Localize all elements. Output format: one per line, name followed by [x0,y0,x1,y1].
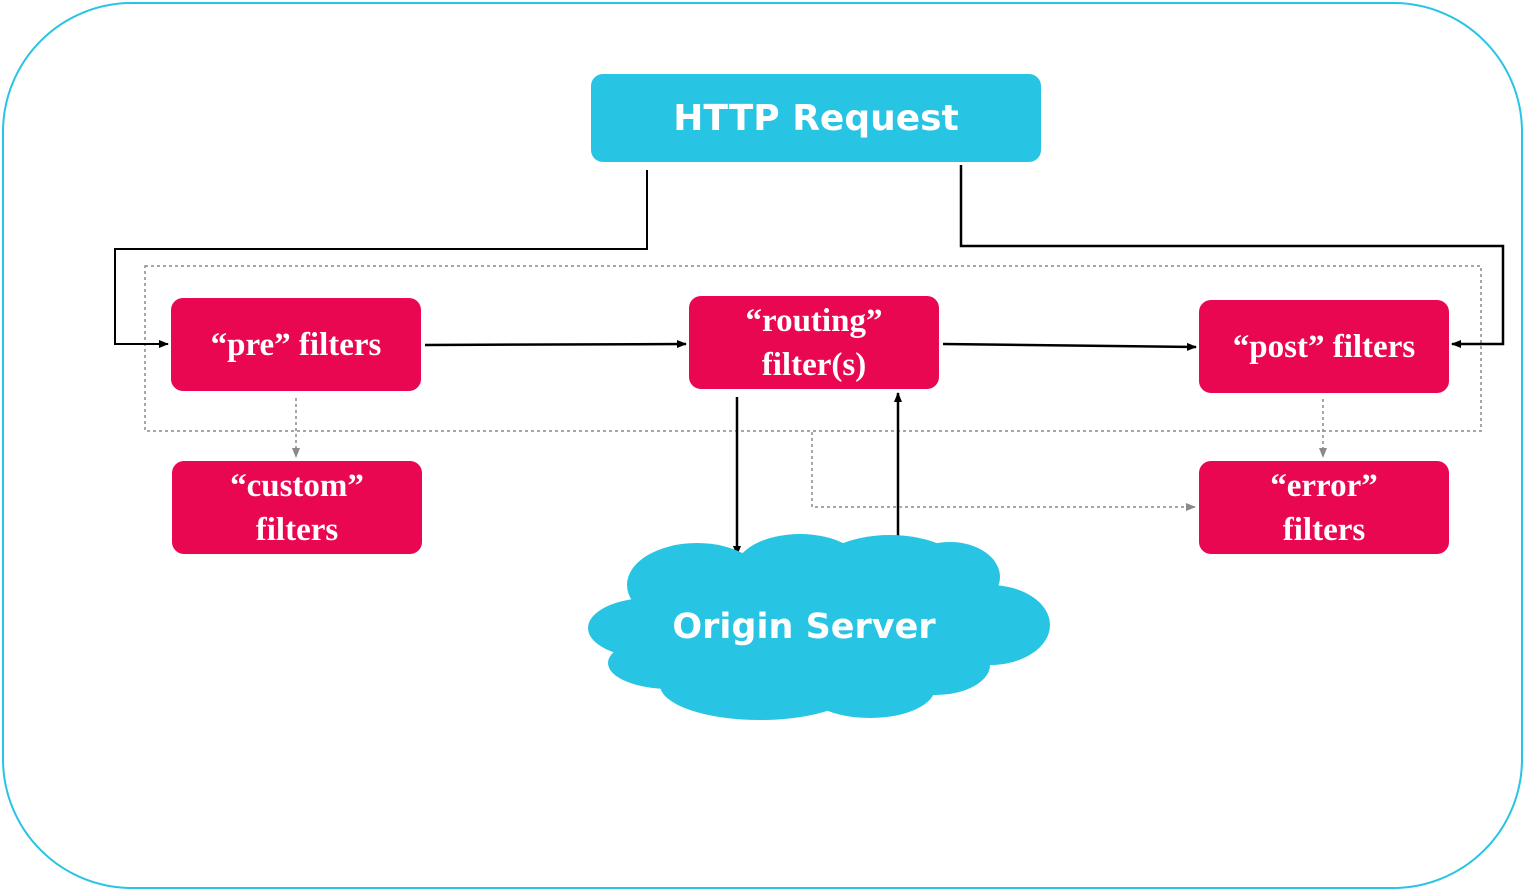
arrow-routing-to-post [942,342,1197,351]
post-filters-box: “post” filters [1199,300,1449,393]
http-request-box: HTTP Request [591,74,1041,162]
custom-filters-box: “custom” filters [172,461,422,554]
arrow-pre-to-routing [424,340,687,349]
arrow-request-to-pre [114,170,648,348]
custom-filters-label-line2: filters [255,511,339,548]
http-request-label: HTTP Request [673,97,959,139]
custom-filters-label-line1: “custom” [230,467,364,504]
arrow-request-to-post [959,165,1505,348]
routing-filter-label-line1: “routing” [745,302,883,339]
origin-server-label: Origin Server [672,607,936,647]
origin-server-cloud [588,534,1050,720]
pre-filters-label: “pre” filters [210,326,382,363]
routing-filter-label-line2: filter(s) [761,346,867,383]
arrow-group-to-error [811,432,1196,511]
error-filters-label-line2: filters [1282,511,1366,548]
post-filters-label: “post” filters [1232,328,1416,365]
pre-filters-box: “pre” filters [171,298,421,391]
filter-group-border [144,265,1482,432]
error-filters-label-line1: “error” [1270,467,1378,504]
routing-filter-box: “routing” filter(s) [689,296,939,389]
error-filters-box: “error” filters [1199,461,1449,554]
